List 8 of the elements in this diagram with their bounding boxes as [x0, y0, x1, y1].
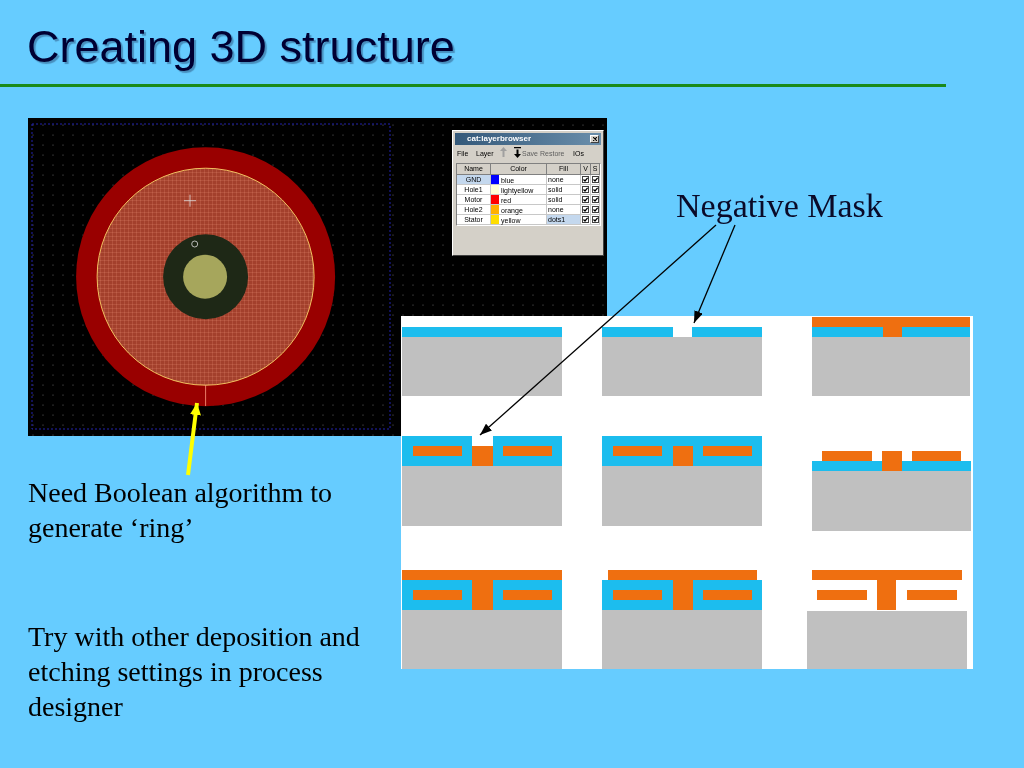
leader-arrow [186, 402, 201, 476]
leader-arrow [479, 224, 717, 436]
note-text: Try with other deposition and etching settings in process designer [28, 620, 361, 724]
window-title: cat:layerbrowser [467, 135, 532, 143]
callout-text: Need Boolean algorithm to generate ‘ring’ [28, 475, 373, 545]
leader-arrow [693, 224, 736, 324]
callout-text: Negative Mask [676, 186, 883, 226]
slide-title: Creating 3D structure [27, 21, 455, 73]
